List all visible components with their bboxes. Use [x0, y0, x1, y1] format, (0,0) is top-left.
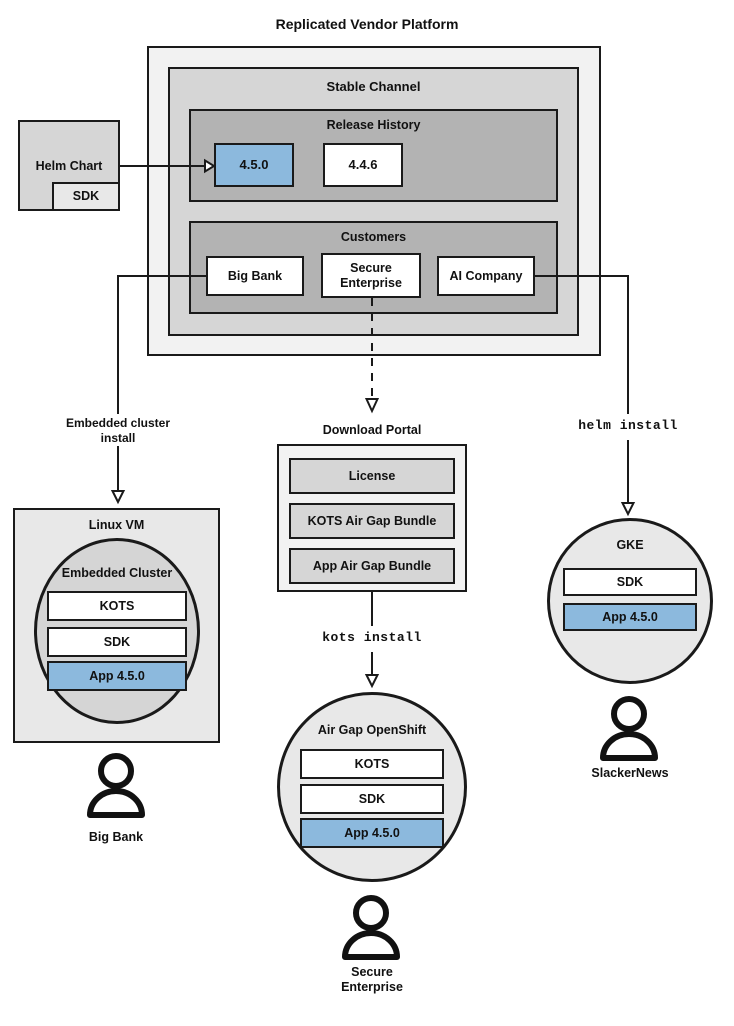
target-gke-label: GKE [616, 538, 644, 552]
edge-label-helm-install: helm install [578, 418, 678, 433]
linux-vm-component-app[interactable]: App 4.5.0 [47, 661, 187, 691]
customer-card-ai-company[interactable]: AI Company [437, 256, 535, 296]
customer-card-big-bank[interactable]: Big Bank [206, 256, 304, 296]
helm-chart-sdk-box[interactable]: SDK [52, 182, 120, 211]
edge-secure-enterprise-arrowhead [364, 398, 380, 414]
person-icon-slackernews [600, 696, 658, 761]
edge-label-embedded-cluster-install: Embedded cluster install [65, 416, 171, 445]
embedded-cluster-label: Embedded Cluster [61, 566, 173, 580]
stable-channel-label: Stable Channel [326, 79, 421, 94]
release-card-4-4-6[interactable]: 4.4.6 [323, 143, 403, 187]
person-icon-secure-enterprise [342, 895, 400, 960]
openshift-component-sdk[interactable]: SDK [300, 784, 444, 814]
edge-portal-arrowhead [364, 674, 380, 689]
release-history-label: Release History [326, 118, 421, 132]
target-linux-vm-label: Linux VM [88, 518, 145, 532]
target-gke-circle [547, 518, 713, 684]
customer-card-secure-enterprise[interactable]: Secure Enterprise [321, 253, 421, 298]
linux-vm-component-sdk[interactable]: SDK [47, 627, 187, 657]
download-artifact-kots-air-gap-bundle[interactable]: KOTS Air Gap Bundle [289, 503, 455, 539]
helm-chart-label: Helm Chart [35, 159, 103, 173]
gke-component-app[interactable]: App 4.5.0 [563, 603, 697, 631]
person-icon-big-bank [87, 753, 145, 818]
edge-big-bank-arrowhead [110, 490, 126, 505]
download-artifact-license[interactable]: License [289, 458, 455, 494]
gke-component-sdk[interactable]: SDK [563, 568, 697, 596]
customer-name-secure-enterprise: Secure Enterprise [341, 965, 403, 995]
edge-label-kots-install: kots install [322, 630, 422, 645]
diagram-title: Replicated Vendor Platform [275, 16, 459, 32]
customer-name-slackernews: SlackerNews [591, 766, 669, 780]
release-card-4-5-0[interactable]: 4.5.0 [214, 143, 294, 187]
openshift-component-app[interactable]: App 4.5.0 [300, 818, 444, 848]
target-air-gap-openshift-label: Air Gap OpenShift [317, 723, 427, 737]
customers-label: Customers [340, 230, 407, 244]
customer-name-big-bank: Big Bank [88, 830, 144, 844]
linux-vm-component-kots[interactable]: KOTS [47, 591, 187, 621]
download-portal-label: Download Portal [322, 423, 422, 437]
download-artifact-app-air-gap-bundle[interactable]: App Air Gap Bundle [289, 548, 455, 584]
openshift-component-kots[interactable]: KOTS [300, 749, 444, 779]
edge-ai-company-arrowhead [620, 502, 636, 517]
